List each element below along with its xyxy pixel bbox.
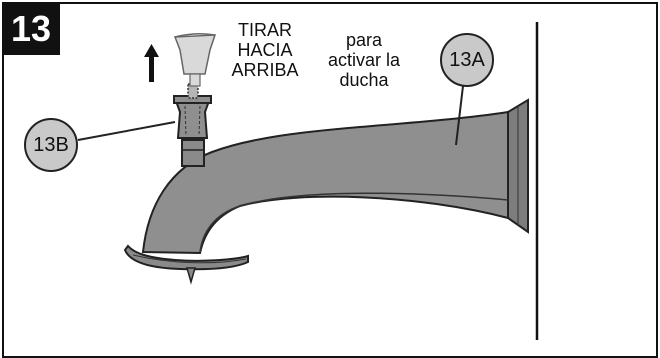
diverter-base: [181, 139, 205, 167]
step-number-badge: 13: [2, 2, 60, 55]
diverter-knob-raised: [173, 34, 217, 75]
pull-up-instruction: TIRAR HACIA ARRIBA: [231, 20, 299, 80]
callout-13B-leader: [77, 121, 176, 141]
activate-shower-instruction: para activar la ducha: [327, 30, 401, 90]
spout-outlet: [123, 244, 249, 271]
callout-13B: 13B: [24, 118, 78, 172]
callout-13A-leader: [455, 85, 464, 146]
diverter-knob: [174, 100, 211, 139]
tub-spout-body: [141, 110, 509, 255]
callout-13A: 13A: [440, 33, 494, 87]
arrow-up-icon: [144, 44, 159, 82]
